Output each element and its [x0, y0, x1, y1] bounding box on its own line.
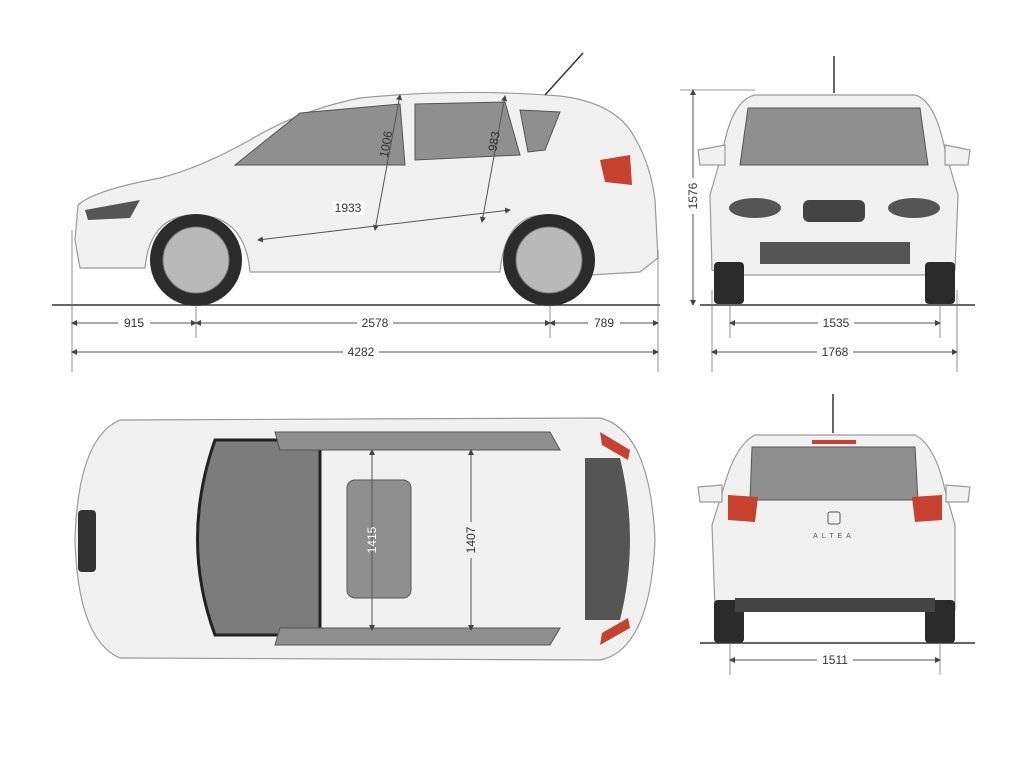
side-dimension-lines: 915 2578 789 4282 — [71, 230, 659, 372]
side-interior-dimensions: 1006 983 1933 — [257, 94, 511, 243]
rear-elbow-width-label: 1407 — [464, 526, 478, 553]
side-view-car — [74, 52, 659, 306]
rear-overhang-label: 789 — [594, 316, 614, 330]
top-dimension-lines: 1415 1407 — [365, 449, 478, 631]
front-overhang-label: 915 — [124, 316, 144, 330]
height-label: 1576 — [686, 182, 700, 209]
wheelbase-label: 2578 — [362, 316, 389, 330]
front-headroom-label: 1006 — [377, 130, 395, 159]
model-badge: ALTEA — [813, 533, 855, 540]
rear-dimension-lines: 1511 — [729, 643, 941, 675]
top-view-car — [74, 417, 656, 661]
rear-headroom-label: 983 — [485, 130, 502, 152]
front-view-car — [697, 56, 971, 304]
rear-view-car: ALTEA — [697, 394, 971, 643]
overall-length-label: 4282 — [348, 345, 375, 359]
front-elbow-width-label: 1415 — [365, 526, 379, 553]
front-track-label: 1535 — [823, 316, 850, 330]
rear-track-label: 1511 — [822, 653, 848, 667]
front-dimension-lines: 1576 1535 1768 — [680, 89, 958, 372]
width-label: 1768 — [822, 345, 849, 359]
interior-length-label: 1933 — [335, 201, 362, 215]
